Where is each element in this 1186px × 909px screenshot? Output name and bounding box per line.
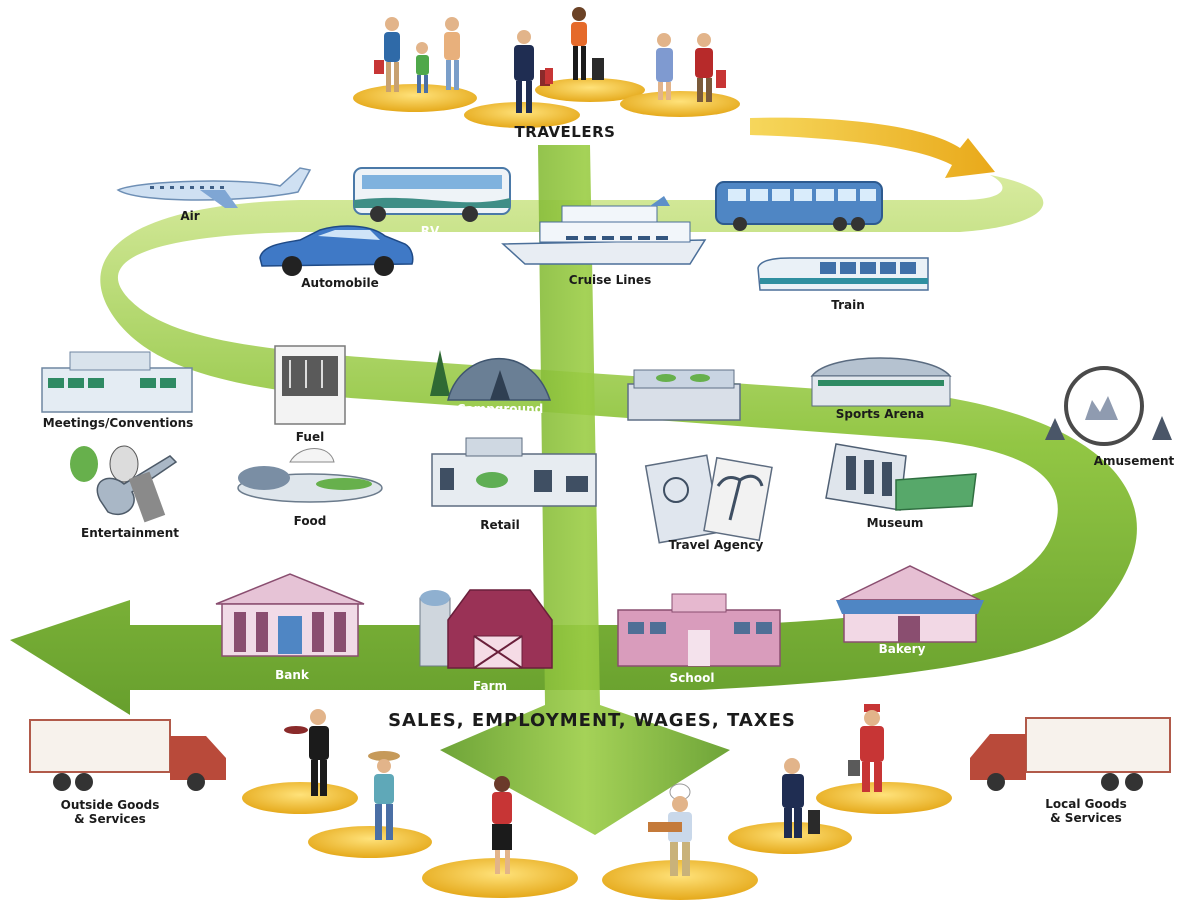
bank-label: Bank [275,668,309,682]
food-label: Food [293,514,327,528]
bellhop-figure [848,704,884,792]
family-figures [374,17,460,93]
chef-figure [648,783,692,876]
cruise-ship-icon [501,196,707,265]
sports-arena-label: Sports Arena [835,407,925,421]
sales-employment-label: SALES, EMPLOYMENT, WAGES, TAXES [388,710,796,731]
businessman-figure [514,30,550,113]
school-label: School [669,671,715,685]
automobile-icon [259,225,414,276]
sports-arena-icon [810,357,952,407]
campground-icon [430,350,552,401]
pilot-figure [782,758,820,838]
bakery-label: Bakery [878,642,926,656]
cowboy-figure [368,751,400,840]
farm-label: Farm [472,679,508,693]
museum-icon [825,443,977,511]
motor-coach-label: Motor Coach [747,232,833,246]
cruise-lines-label: Cruise Lines [568,273,652,287]
outside-goods-truck-icon [29,719,226,791]
retail-label: Retail [480,518,520,532]
travelers-inflow-arrow [750,117,995,178]
entertainment-label: Entertainment [81,526,179,540]
waitress-figure [492,776,512,874]
rv-label: RV [420,224,440,238]
entertainment-icon [70,445,178,523]
travel-agency-icon [644,454,773,544]
woman-luggage-figure [545,7,604,84]
food-icon [237,448,383,503]
school-icon [617,593,781,667]
travelers-label: TRAVELERS [514,123,616,141]
travel-agency-label: Travel Agency [668,538,764,552]
lodging-icon [627,369,741,421]
motor-coach-icon [715,181,883,231]
air-label: Air [180,209,200,223]
meetings-conventions-icon [41,351,193,413]
lodging-label: Lodging [656,425,712,439]
museum-label: Museum [866,516,924,530]
seniors-figures [656,33,726,102]
fuel-label: Fuel [295,430,325,444]
air-icon [116,167,312,208]
bakery-icon [836,565,984,643]
worker-discs [242,782,952,900]
bank-icon [215,573,365,657]
meetings-conventions-label: Meetings/Conventions [42,416,194,430]
travelers-figures [374,7,726,113]
worker-figures [284,704,884,876]
outside-goods-label: Outside Goods & Services [60,798,160,826]
flow-s-curve [10,175,1137,715]
traveler-discs [353,78,740,128]
campground-label: Campground [456,402,544,416]
waiter-figure [284,709,329,796]
train-label: Train [831,298,865,312]
rv-icon [353,167,511,222]
amusement-icon [1045,366,1172,446]
automobile-label: Automobile [301,276,379,290]
amusement-label: Amusement [1093,454,1175,468]
farm-icon [419,589,553,669]
retail-icon [431,437,597,507]
local-goods-label: Local Goods & Services [1045,797,1127,825]
local-goods-truck-icon [970,717,1171,791]
train-icon [757,257,929,291]
fuel-pump-icon [274,345,346,425]
